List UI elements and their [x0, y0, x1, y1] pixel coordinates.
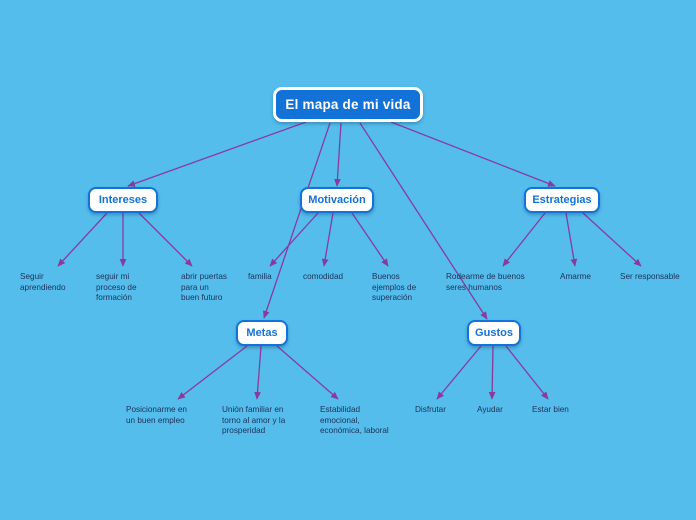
node-root[interactable]: El mapa de mi vida [273, 87, 423, 122]
edge-gustos-leaf1 [436, 345, 482, 400]
edge-root-motivacion [334, 122, 342, 187]
edge-root-intereses [127, 121, 307, 187]
leaf-metas-3: Estabilidad emocional, económica, labora… [320, 405, 389, 435]
node-metas[interactable]: Metas [236, 320, 288, 346]
leaf-metas-1: Posicionarme en un buen empleo [126, 405, 187, 425]
edge-estrategias-leaf3 [582, 212, 642, 267]
node-motivacion[interactable]: Motivación [300, 187, 374, 213]
edge-metas-leaf1 [177, 345, 248, 400]
node-root-label: El mapa de mi vida [285, 97, 411, 112]
edge-metas-leaf2 [254, 345, 262, 400]
leaf-gustos-2: Ayudar [477, 405, 503, 414]
edge-metas-leaf3 [276, 345, 339, 400]
edge-gustos-leaf2 [488, 345, 496, 400]
edge-gustos-leaf3 [505, 345, 549, 400]
edge-root-estrategias [390, 121, 556, 187]
leaf-intereses-1: Seguir aprendiendo [20, 272, 66, 292]
node-intereses[interactable]: Intereses [88, 187, 158, 213]
leaf-intereses-2: seguir mi proceso de formación [96, 272, 137, 302]
leaf-estrategias-3: Ser responsable [620, 272, 680, 281]
leaf-estrategias-1: Rodearme de buenos seres humanos [446, 272, 525, 292]
node-estrategias-label: Estrategias [532, 194, 592, 206]
leaf-gustos-1: Disfrutar [415, 405, 446, 414]
edge-estrategias-leaf1 [502, 212, 546, 267]
edge-motivacion-leaf1 [269, 212, 319, 267]
leaf-motivacion-3: Buenos ejemplos de superación [372, 272, 417, 302]
node-intereses-label: Intereses [98, 194, 148, 206]
edge-motivacion-leaf3 [351, 212, 389, 267]
node-gustos[interactable]: Gustos [467, 320, 521, 346]
edge-root-metas [263, 122, 331, 319]
node-metas-label: Metas [246, 327, 278, 339]
node-gustos-label: Gustos [475, 327, 513, 339]
leaf-motivacion-1: familia [248, 272, 272, 281]
leaf-motivacion-2: comodidad [303, 272, 344, 281]
node-motivacion-label: Motivación [308, 194, 366, 206]
edge-intereses-leaf1 [57, 212, 108, 267]
edge-motivacion-leaf2 [321, 212, 334, 267]
leaf-metas-2: Unión familiar en torno al amor y la pro… [222, 405, 286, 435]
leaf-gustos-3: Estar bien [532, 405, 569, 414]
leaf-intereses-3: abrir puertas para un buen futuro [181, 272, 227, 302]
leaf-estrategias-2: Amarme [560, 272, 591, 281]
edge-estrategias-leaf2 [565, 212, 578, 267]
edge-intereses-leaf3 [138, 212, 193, 267]
node-estrategias[interactable]: Estrategias [524, 187, 600, 213]
